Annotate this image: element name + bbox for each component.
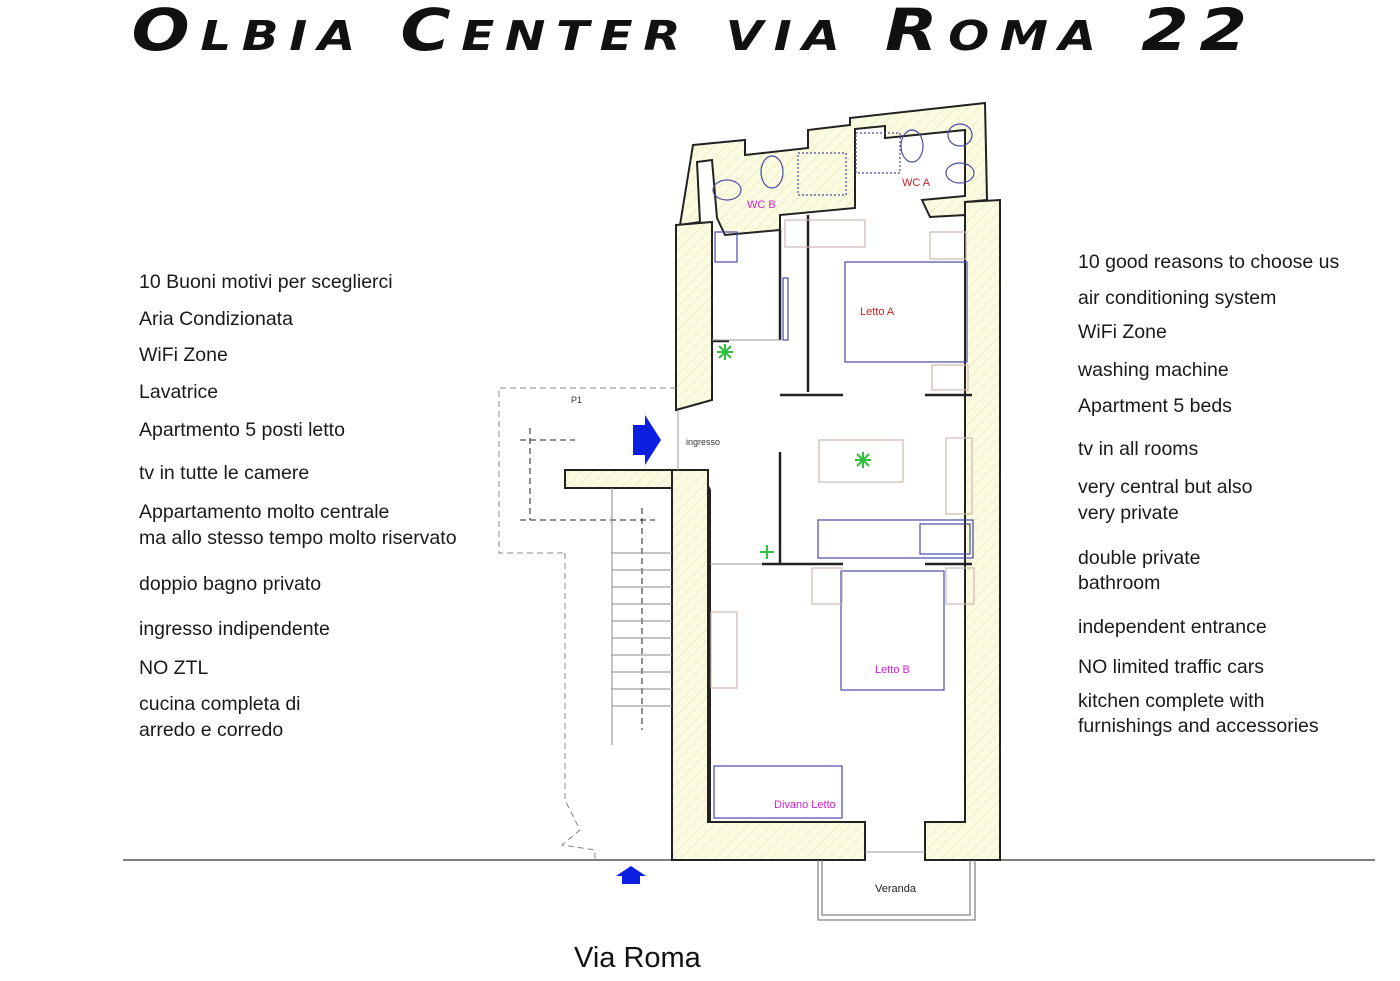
label-ingresso: ingresso (686, 437, 720, 447)
list-item: double private (1078, 547, 1201, 569)
label-p1: P1 (571, 395, 582, 405)
toilet-b (712, 179, 742, 201)
shower-a (855, 132, 901, 174)
label-wc-a: WC A (902, 177, 931, 189)
bidet-a (900, 129, 924, 163)
list-item: very central but also (1078, 476, 1253, 498)
list-item: kitchen complete with (1078, 690, 1265, 712)
label-letto-a: Letto A (860, 306, 895, 318)
label-letto-b: Letto B (875, 664, 910, 676)
entry-arrow-icon (633, 415, 661, 465)
label-divano-letto: Divano Letto (774, 799, 836, 811)
label-veranda: Veranda (875, 883, 917, 895)
list-item: WiFi Zone (139, 344, 228, 366)
toilet-a (945, 162, 975, 184)
sofa-bed (713, 765, 843, 819)
dining-table (818, 439, 904, 483)
furniture-beige (710, 219, 975, 689)
furniture (712, 123, 975, 819)
list-item: 10 Buoni motivi per sceglierci (139, 271, 393, 293)
kitchen-counter (817, 519, 974, 559)
list-item: independent entrance (1078, 616, 1267, 638)
bed-letto-b (840, 570, 945, 691)
list-item: very private (1078, 502, 1179, 524)
street-entry-arrow-icon (616, 866, 646, 884)
list-item: NO ZTL (139, 657, 209, 679)
list-item: tv in all rooms (1078, 438, 1199, 460)
shower-b (797, 152, 847, 196)
list-item: Lavatrice (139, 381, 219, 403)
label-wc-b: WC B (747, 199, 776, 211)
list-item: Apartmento 5 posti letto (139, 419, 345, 441)
list-item: Appartamento molto centrale (139, 501, 390, 523)
thin-lines (677, 339, 925, 853)
list-item: WiFi Zone (1078, 321, 1167, 343)
walls (564, 101, 1001, 861)
ac-unit-icons (717, 344, 871, 559)
list-item: cucina completa di (139, 693, 301, 715)
wardrobe-door (782, 277, 789, 341)
street-label: Via Roma (574, 942, 701, 974)
list-item: furnishings and accessories (1078, 715, 1319, 737)
bidet-b (760, 155, 784, 189)
stove (919, 523, 971, 555)
list-item: washing machine (1078, 359, 1229, 381)
list-item: ma allo stesso tempo molto riservato (139, 527, 457, 549)
list-item: tv in tutte le camere (139, 462, 310, 484)
list-item: bathroom (1078, 572, 1161, 594)
stairs (611, 488, 672, 745)
list-item: 10 good reasons to choose us (1078, 251, 1340, 273)
list-item: ingresso indipendente (139, 618, 330, 640)
list-item: air conditioning system (1078, 287, 1277, 309)
list-item: Aria Condizionata (139, 308, 293, 330)
sink-b (714, 231, 738, 263)
sink-a (947, 123, 973, 147)
list-item: NO limited traffic cars (1078, 656, 1265, 678)
list-item: Apartment 5 beds (1078, 395, 1232, 417)
list-item: doppio bagno privato (139, 573, 322, 595)
landing-p1 (498, 387, 676, 860)
list-item: arredo e corredo (139, 719, 284, 741)
bed-letto-a (844, 261, 968, 363)
interior-walls (712, 215, 972, 566)
page-title: Olbia Center via Roma 22 (131, 0, 1258, 64)
veranda (817, 860, 976, 921)
